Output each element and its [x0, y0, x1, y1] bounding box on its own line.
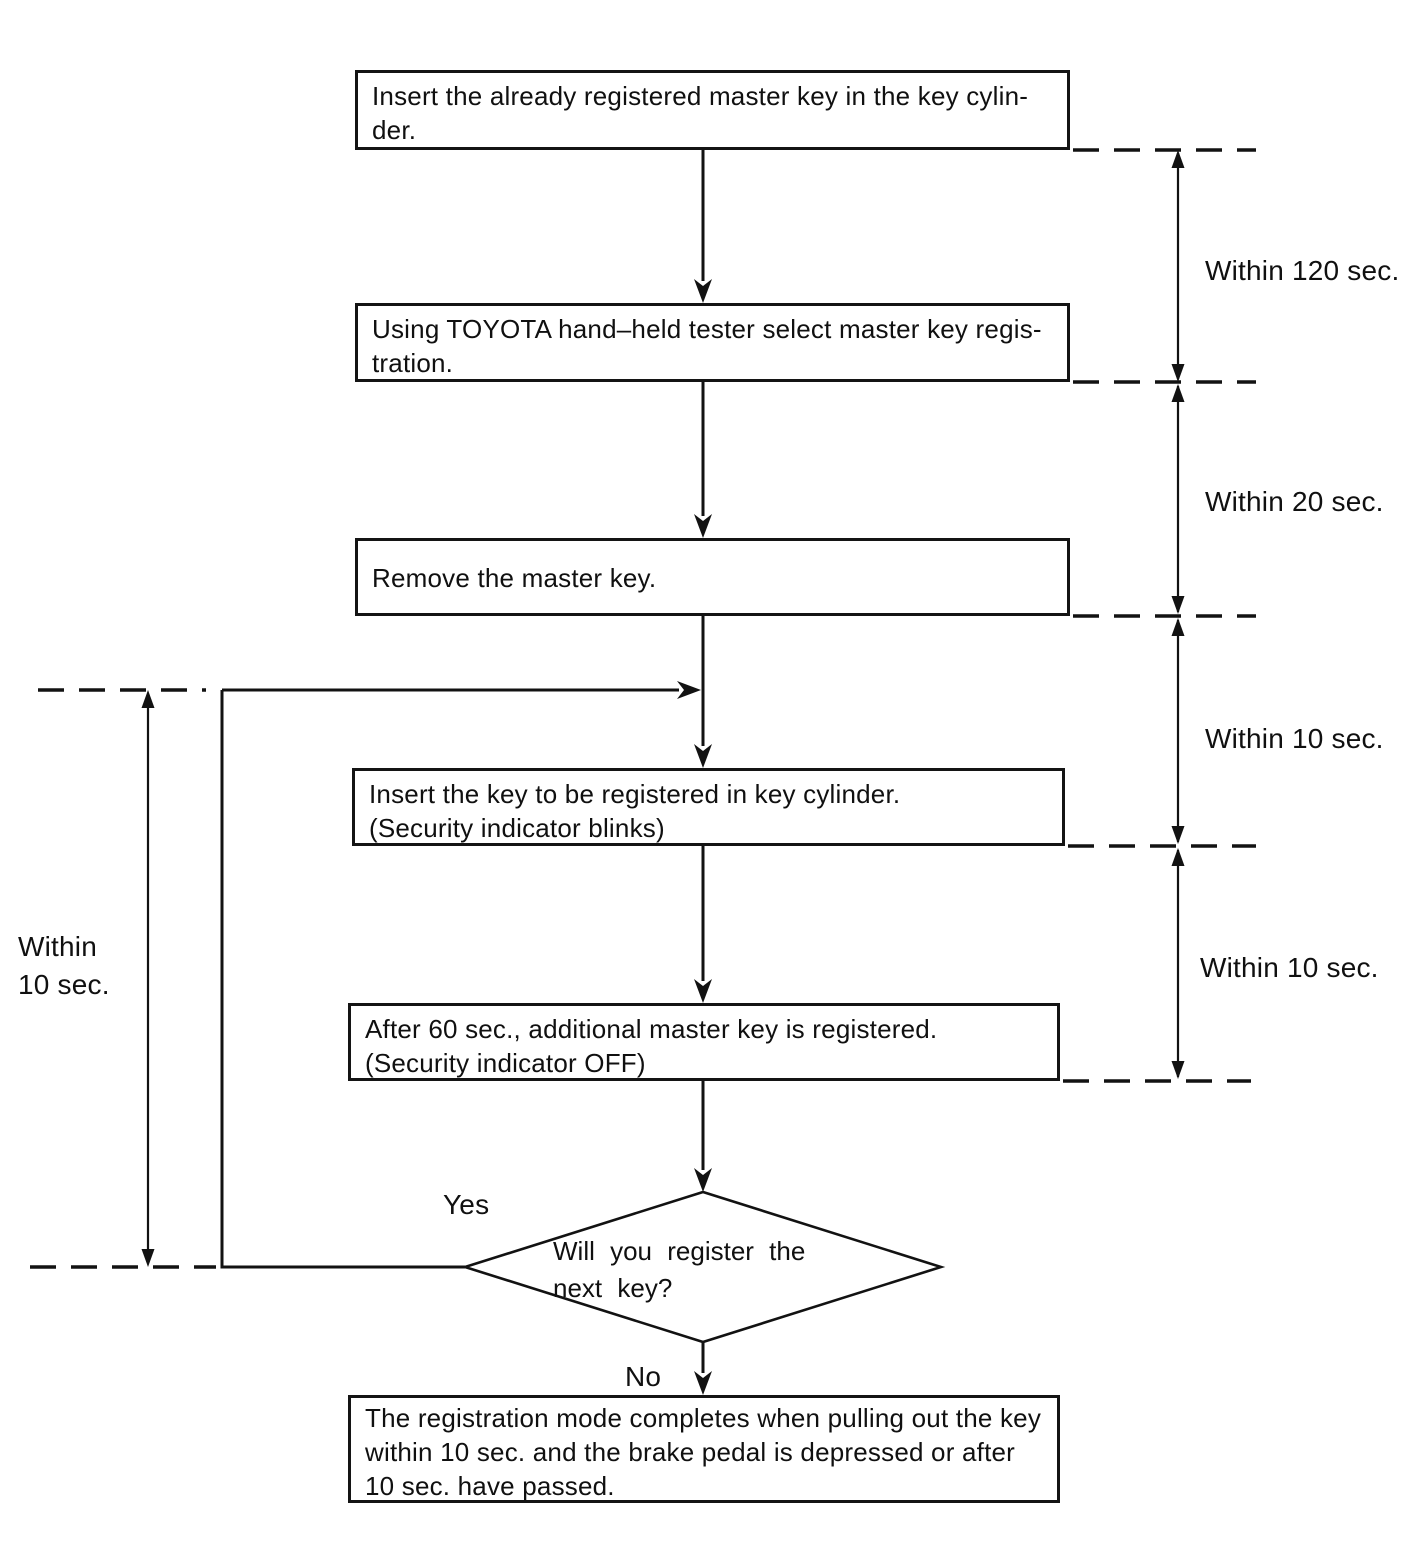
dimension-arrow-10sec-left — [141, 690, 155, 1267]
connector-step1-step2 — [694, 150, 712, 303]
connector-step3-step4 — [694, 616, 712, 768]
loop-merge-arrow — [222, 681, 701, 699]
step-1-text: Insert the already registered master key… — [372, 81, 1029, 145]
connector-step2-step3 — [694, 382, 712, 538]
timing-within-10-sec-left: Within 10 sec. — [18, 931, 110, 1000]
yes-label: Yes — [443, 1189, 490, 1220]
step-4-insert-key-to-register: Insert the key to be registered in key c… — [352, 768, 1065, 846]
step-1-insert-registered-master-key: Insert the already registered master key… — [355, 70, 1070, 150]
step-3-text: Remove the master key. — [372, 563, 657, 593]
timing-within-10-sec-2: Within 10 sec. — [1200, 952, 1379, 983]
timing-within-120-sec: Within 120 sec. — [1205, 255, 1400, 286]
dimension-arrow-120sec — [1171, 150, 1185, 382]
step-6-text: The registration mode completes when pul… — [365, 1403, 1042, 1501]
step-4-text: Insert the key to be registered in key c… — [369, 779, 901, 843]
decision-register-next-key-text: Will you register the next key? — [553, 1236, 806, 1303]
timing-within-20-sec: Within 20 sec. — [1205, 486, 1384, 517]
step-5-text: After 60 sec., additional master key is … — [365, 1014, 938, 1078]
connector-step5-decision — [694, 1081, 712, 1192]
dimension-arrow-20sec — [1171, 384, 1185, 614]
timing-within-10-sec-1: Within 10 sec. — [1205, 723, 1384, 754]
step-5-additional-key-registered: After 60 sec., additional master key is … — [348, 1003, 1060, 1081]
step-2-text: Using TOYOTA hand–held tester select mas… — [372, 314, 1042, 378]
decision-diamond-shape — [460, 1190, 946, 1344]
connector-step4-step5 — [694, 846, 712, 1003]
step-6-registration-mode-completes: The registration mode completes when pul… — [348, 1395, 1060, 1503]
connector-decision-step6 — [694, 1342, 712, 1395]
dimension-arrow-10sec-a — [1171, 618, 1185, 844]
step-3-remove-master-key: Remove the master key. — [355, 538, 1070, 616]
dimension-arrow-10sec-b — [1171, 848, 1185, 1079]
step-2-select-master-key-registration: Using TOYOTA hand–held tester select mas… — [355, 303, 1070, 382]
loop-back-line — [220, 690, 465, 1269]
no-label: No — [625, 1361, 662, 1392]
